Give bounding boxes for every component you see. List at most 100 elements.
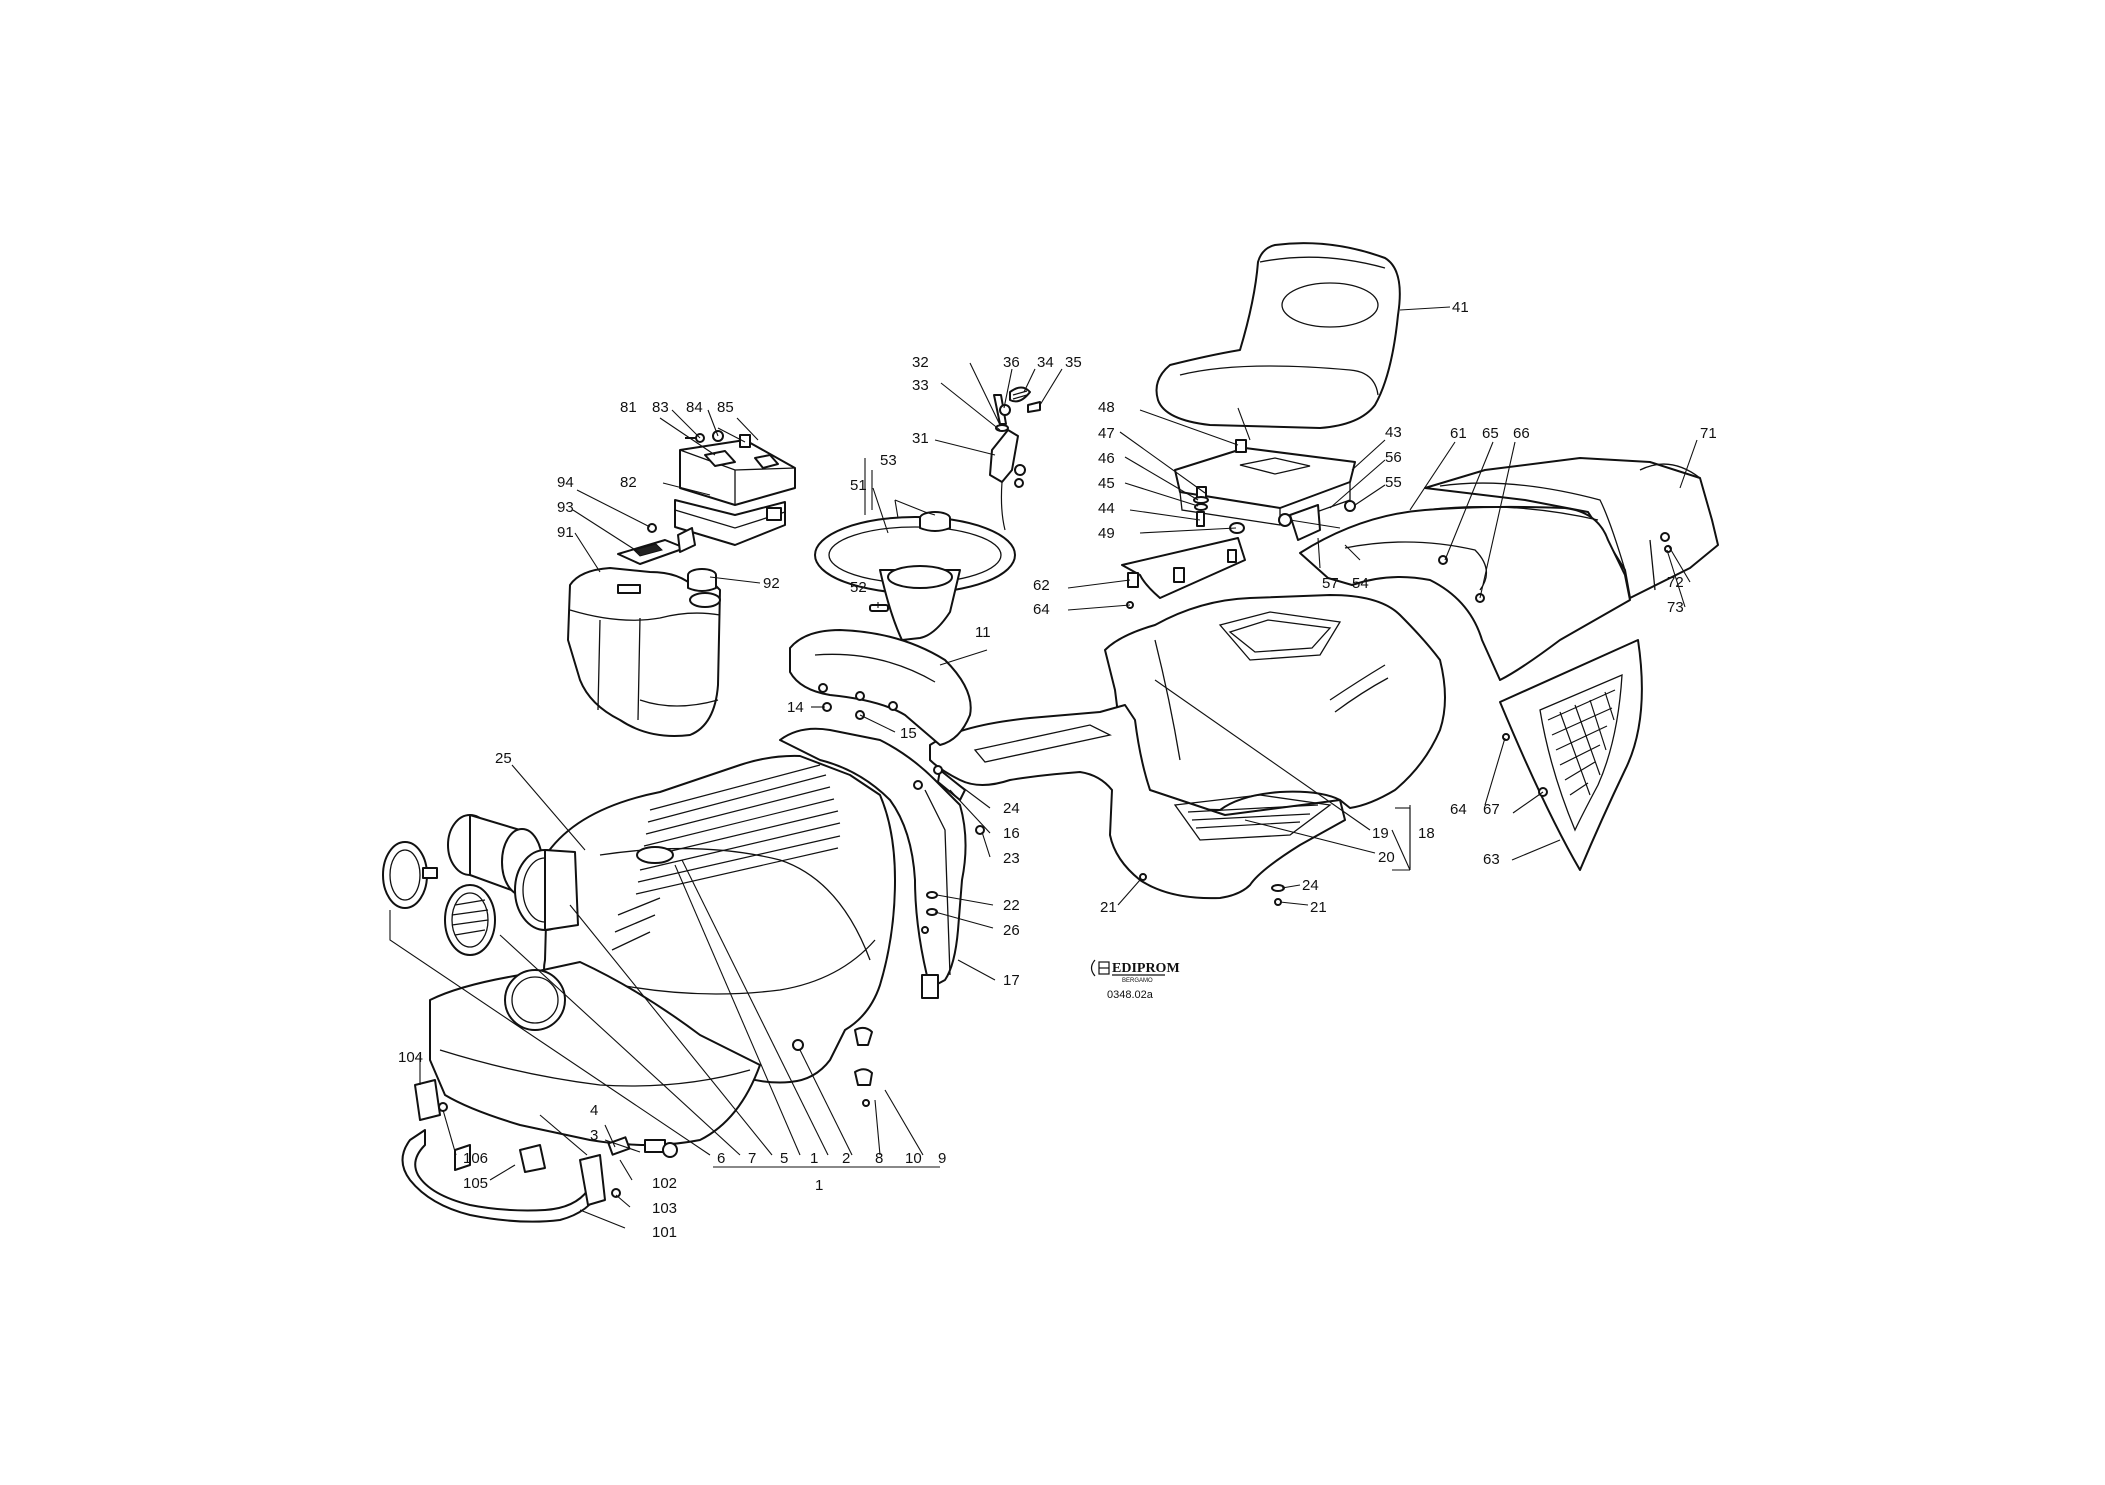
steering-cap [919, 511, 951, 532]
part-label-3: 3 [590, 1127, 598, 1144]
part-label-24a: 24 [1003, 800, 1020, 817]
seat [1155, 242, 1401, 429]
part-label-21b: 21 [1310, 899, 1327, 916]
rear-fender [1299, 505, 1631, 681]
cowl-fasteners [822, 702, 865, 720]
part-label-81: 81 [620, 399, 637, 416]
part-label-85: 85 [717, 399, 734, 416]
part-label-47: 47 [1098, 425, 1115, 442]
part-label-54: 54 [1352, 575, 1369, 592]
brand-name: EDIPROM [1112, 961, 1180, 976]
part-label-32: 32 [912, 354, 929, 371]
drawing-code: 0348.02a [1107, 989, 1154, 1001]
part-label-48: 48 [1098, 399, 1115, 416]
rear-side-panel [1121, 537, 1246, 599]
part-label-1: 1 [815, 1177, 823, 1194]
part-label-33: 33 [912, 377, 929, 394]
part-label-57: 57 [1322, 575, 1339, 592]
part-label-11: 11 [975, 624, 991, 641]
part-label-51: 51 [850, 477, 867, 494]
part-label-9: 9 [938, 1150, 946, 1167]
steering-pin [869, 604, 889, 612]
battery-hardware [685, 430, 751, 448]
part-label-34: 34 [1037, 354, 1054, 371]
part-label-46: 46 [1098, 450, 1115, 467]
part-label-19: 19 [1372, 825, 1389, 842]
part-label-82: 82 [620, 474, 637, 491]
front-bumper [401, 1079, 606, 1223]
ediprom-logo: EDIPROM BERGAMO 0348.02a [1090, 959, 1180, 1001]
part-label-22: 22 [1003, 897, 1020, 914]
part-label-8: 8 [875, 1150, 883, 1167]
part-label-102: 102 [652, 1175, 677, 1192]
part-label-2: 2 [842, 1150, 850, 1167]
part-label-45: 45 [1098, 475, 1115, 492]
bumper-hardware [438, 1102, 678, 1198]
part-labels: 41 48 47 46 45 44 49 43 56 55 57 54 61 6… [398, 299, 1717, 1241]
part-label-52: 52 [850, 579, 867, 596]
part-label-20: 20 [1378, 849, 1395, 866]
side-grille [1499, 639, 1643, 871]
part-label-72: 72 [1667, 574, 1684, 591]
battery-clamp [617, 523, 696, 565]
part-label-93: 93 [557, 499, 574, 516]
part-label-43: 43 [1385, 424, 1402, 441]
part-label-73: 73 [1667, 599, 1684, 616]
part-label-91: 91 [557, 524, 574, 541]
part-label-103: 103 [652, 1200, 677, 1217]
part-label-84: 84 [686, 399, 703, 416]
part-label-5: 5 [780, 1150, 788, 1167]
steering-wheel [814, 516, 1016, 641]
fuel-cap [687, 568, 721, 608]
footboard-platform [929, 704, 1346, 900]
part-label-71: 71 [1700, 425, 1717, 442]
part-label-23: 23 [1003, 850, 1020, 867]
battery-box [674, 439, 796, 546]
part-label-18: 18 [1418, 825, 1435, 842]
part-label-49: 49 [1098, 525, 1115, 542]
part-label-31: 31 [912, 430, 929, 447]
part-label-55: 55 [1385, 474, 1402, 491]
part-label-104: 104 [398, 1049, 423, 1066]
part-label-26: 26 [1003, 922, 1020, 939]
part-label-65: 65 [1482, 425, 1499, 442]
part-label-36: 36 [1003, 354, 1020, 371]
part-label-6: 6 [717, 1150, 725, 1167]
part-label-67: 67 [1483, 801, 1500, 818]
part-label-35: 35 [1065, 354, 1082, 371]
fuel-tank [567, 567, 721, 737]
part-label-83: 83 [652, 399, 669, 416]
part-label-64a: 64 [1033, 601, 1050, 618]
lift-lever-assembly [989, 386, 1041, 531]
part-label-16: 16 [1003, 825, 1020, 842]
part-label-24b: 24 [1302, 877, 1319, 894]
part-label-7: 7 [748, 1150, 756, 1167]
part-label-41: 41 [1452, 299, 1469, 316]
part-label-44: 44 [1098, 500, 1115, 517]
dash-side-panel [779, 727, 967, 999]
part-label-15: 15 [900, 725, 917, 742]
part-label-92: 92 [763, 575, 780, 592]
part-label-62: 62 [1033, 577, 1050, 594]
part-label-56: 56 [1385, 449, 1402, 466]
part-label-64b: 64 [1450, 801, 1467, 818]
part-label-21a: 21 [1100, 899, 1117, 916]
part-label-63: 63 [1483, 851, 1500, 868]
part-label-105: 105 [463, 1175, 488, 1192]
part-label-14: 14 [787, 699, 804, 716]
main-body-frame [1104, 594, 1446, 811]
part-label-101: 101 [652, 1224, 677, 1241]
cowl [789, 629, 972, 746]
leader-lines [389, 306, 1698, 1229]
part-label-10: 10 [905, 1150, 922, 1167]
part-label-66: 66 [1513, 425, 1530, 442]
front-grille [429, 961, 761, 1146]
part-label-1-top: 1 [810, 1150, 818, 1167]
headlights [382, 814, 579, 956]
part-label-4: 4 [590, 1102, 598, 1119]
part-label-25: 25 [495, 750, 512, 767]
part-label-53: 53 [880, 452, 897, 469]
group-brackets [864, 458, 1411, 868]
part-label-106: 106 [463, 1150, 488, 1167]
